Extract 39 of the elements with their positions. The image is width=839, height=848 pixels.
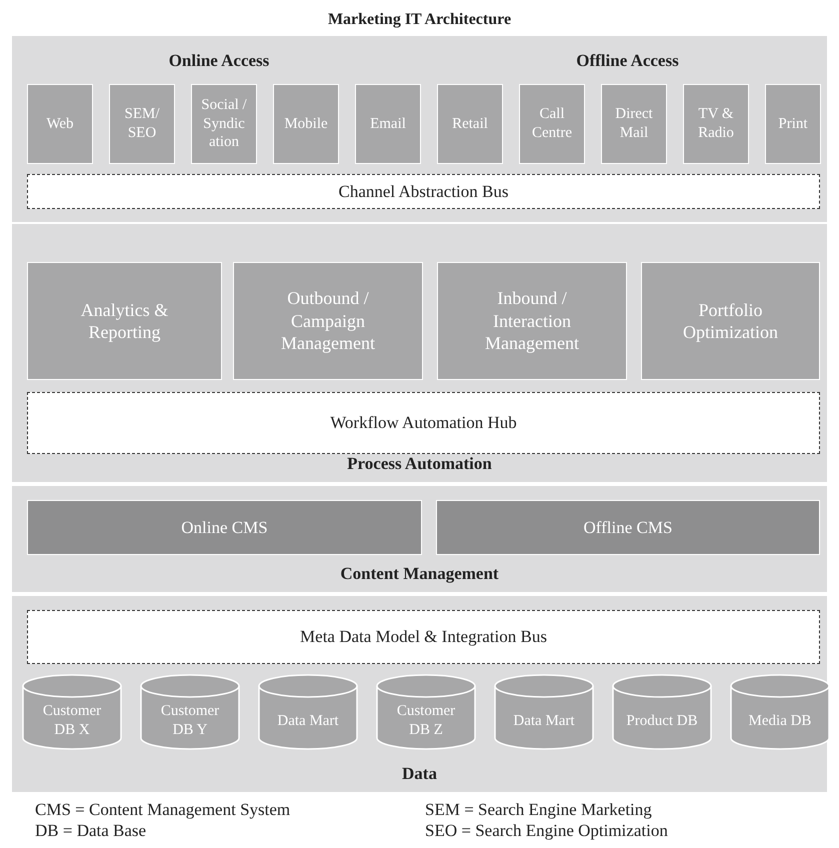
abbreviation-note: CMS = Content Management System [35, 799, 290, 821]
database-label: Media DB [748, 712, 812, 731]
diagram-title: Marketing IT Architecture [326, 10, 512, 30]
module-box: Analytics & Reporting [27, 262, 222, 380]
panel-heading: Offline Access [575, 50, 680, 72]
database-label: Data Mart [512, 712, 576, 731]
channel-box: Social / Syndic ation [191, 84, 257, 164]
integration-bus: Workflow Automation Hub [27, 392, 820, 454]
database-label: Customer DB Y [160, 702, 220, 740]
panel-heading: Online Access [168, 50, 270, 72]
panel-heading: Content Management [339, 562, 500, 585]
channel-box: Direct Mail [601, 84, 667, 164]
channel-box: TV & Radio [683, 84, 749, 164]
channel-box: Print [765, 84, 821, 164]
database-label: Customer DB Z [396, 702, 456, 740]
channel-box: Call Centre [519, 84, 585, 164]
layer-panel [12, 596, 827, 792]
abbreviation-note: SEM = Search Engine Marketing [425, 799, 652, 821]
layer-panel [12, 486, 827, 592]
panel-heading: Process Automation [346, 452, 493, 474]
channel-box: Retail [437, 84, 503, 164]
module-box: Portfolio Optimization [641, 262, 820, 380]
database-label: Data Mart [276, 712, 340, 731]
integration-bus: Meta Data Model & Integration Bus [27, 610, 820, 664]
cms-box: Offline CMS [436, 500, 820, 555]
module-box: Inbound / Interaction Management [437, 262, 627, 380]
layer-panel [12, 224, 827, 482]
module-box: Outbound / Campaign Management [233, 262, 423, 380]
channel-box: Web [27, 84, 93, 164]
integration-bus: Channel Abstraction Bus [27, 174, 820, 209]
cms-box: Online CMS [27, 500, 422, 555]
channel-box: SEM/ SEO [109, 84, 175, 164]
abbreviation-note: SEO = Search Engine Optimization [425, 820, 668, 842]
channel-box: Email [355, 84, 421, 164]
abbreviation-note: DB = Data Base [35, 820, 146, 842]
database-label: Customer DB X [42, 702, 102, 740]
database-label: Product DB [626, 712, 698, 731]
channel-box: Mobile [273, 84, 339, 164]
panel-heading: Data [401, 762, 438, 784]
